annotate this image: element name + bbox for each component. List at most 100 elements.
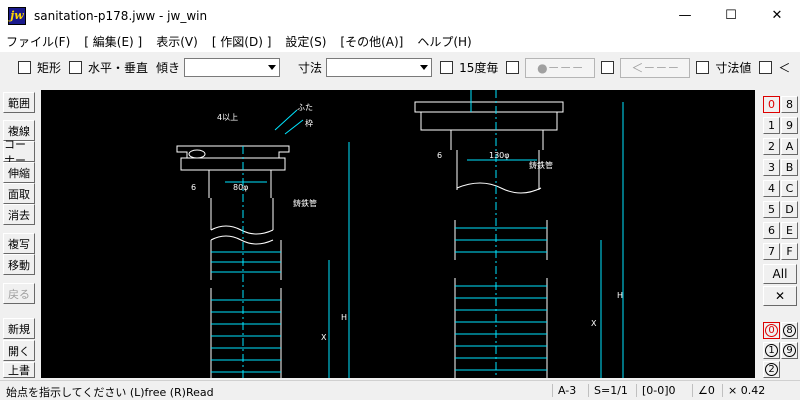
close-button[interactable]: ✕ (771, 8, 783, 23)
dimval-checkbox[interactable] (696, 61, 710, 74)
cad-drawing: ふた 枠 4以上 6 80φ 鋳鉄管 H X 6 130φ 鋳鉄管 H X (176, 90, 624, 378)
status-bar: 始点を指示してください (L)free (R)Read A-3 S=1/1 [0… (0, 380, 800, 400)
lt-label: ＜ (778, 61, 791, 75)
layer-9-button[interactable]: 9 (781, 117, 798, 134)
layer-2-button[interactable]: 2 (763, 138, 780, 155)
layer-e-button[interactable]: E (781, 222, 798, 239)
pipe-lower-left (210, 288, 282, 378)
tilt-combo[interactable] (184, 58, 281, 77)
menu-draw[interactable]: [ 作図(D) ] (211, 35, 272, 49)
layer-b-button[interactable]: B (781, 159, 798, 176)
lt-checkbox[interactable] (759, 61, 773, 74)
chamfer-button[interactable]: 面取 (3, 183, 35, 204)
menu-help[interactable]: ヘルプ(H) (417, 35, 472, 49)
pt-checkbox[interactable] (506, 61, 520, 74)
group-8-button[interactable]: 8 (781, 322, 798, 339)
pipe-upper-right (456, 150, 540, 190)
pipe-head-left (208, 170, 272, 198)
layer-1-button[interactable]: 1 (763, 117, 780, 134)
layer-cross-button[interactable]: ✕ (763, 286, 797, 306)
offset-line-button[interactable]: 複線 (3, 120, 35, 141)
menu-settings[interactable]: 設定(S) (285, 35, 327, 49)
deg15-checkbox[interactable] (440, 61, 454, 74)
drawing-canvas[interactable]: ふた 枠 4以上 6 80φ 鋳鉄管 H X 6 130φ 鋳鉄管 H X (41, 90, 755, 378)
layer-all-button[interactable]: All (763, 264, 797, 284)
angle-readout[interactable]: ∠0 (692, 384, 715, 397)
hv-checkbox[interactable] (69, 61, 83, 74)
pipe-head-right (450, 130, 544, 150)
lid-knob-left (188, 149, 206, 159)
corrugation-left-mid (211, 251, 281, 273)
menu-edit[interactable]: [ 編集(E) ] (84, 35, 143, 49)
zoom-readout[interactable]: × 0.42 (722, 384, 765, 397)
save-button[interactable]: 上書 (3, 362, 35, 378)
deg15-label: 15度毎 (459, 61, 499, 75)
corrugation-left-lower (211, 299, 281, 373)
minimize-button[interactable]: — (678, 8, 692, 23)
label-cast-iron-left: 鋳鉄管 (293, 198, 317, 208)
arrow-checkbox[interactable] (601, 61, 615, 74)
window-title: sanitation-p178.jww - jw_win (34, 8, 208, 23)
break-line-left-2 (210, 235, 274, 245)
open-button[interactable]: 開く (3, 340, 35, 361)
hv-label: 水平・垂直 (88, 61, 149, 75)
group-2-label: 2 (765, 363, 778, 376)
chevron-down-icon (420, 65, 429, 70)
group-1-label: 1 (765, 344, 778, 357)
left-toolbar: 範囲 複線 コーナー 伸縮 面取 消去 複写 移動 戻る 新規 開く 上書 (0, 90, 38, 378)
copy-button[interactable]: 複写 (3, 233, 35, 254)
menu-other[interactable]: [その他(A)] (340, 35, 404, 49)
break-line-right-1 (456, 182, 542, 194)
paper-size[interactable]: A-3 (552, 384, 576, 397)
tilt-label: 傾き (156, 61, 181, 75)
erase-button[interactable]: 消去 (3, 204, 35, 225)
arrow-button[interactable]: ＜－－－ (620, 57, 691, 78)
group-2-button[interactable]: 2 (763, 361, 780, 378)
layer-4-button[interactable]: 4 (763, 180, 780, 197)
maximize-button[interactable]: ☐ (725, 8, 737, 23)
layer-d-button[interactable]: D (781, 201, 798, 218)
group-8-label: 8 (783, 324, 796, 337)
move-button[interactable]: 移動 (3, 254, 35, 275)
point-button[interactable]: ●－－－ (525, 57, 596, 78)
layer-f-button[interactable]: F (781, 243, 798, 260)
layer-6-button[interactable]: 6 (763, 222, 780, 239)
layer-0-button[interactable]: 0 (763, 96, 780, 113)
layer-5-button[interactable]: 5 (763, 201, 780, 218)
rect-checkbox[interactable] (18, 61, 31, 74)
app-icon: jw (8, 6, 26, 25)
label-h-right: H (617, 291, 623, 300)
scale-readout[interactable]: S=1/1 (588, 384, 628, 397)
corner-button[interactable]: コーナー (3, 138, 35, 167)
range-button[interactable]: 範囲 (3, 92, 35, 113)
control-toolbar: 矩形 水平・垂直 傾き 寸法 15度毎 ●－－－ ＜－－－ 寸法値 ＜ (0, 52, 800, 83)
title-bar: jw sanitation-p178.jww - jw_win — ☐ ✕ (0, 0, 800, 31)
extend-button[interactable]: 伸縮 (3, 162, 35, 183)
menu-file[interactable]: ファイル(F) (6, 35, 71, 49)
corrugation-right-lower (455, 285, 547, 371)
layer-3-button[interactable]: 3 (763, 159, 780, 176)
group-0-button[interactable]: 0 (763, 322, 780, 339)
label-lid: ふた (297, 103, 313, 112)
menu-view[interactable]: 表示(V) (156, 35, 198, 49)
group-1-button[interactable]: 1 (763, 342, 780, 359)
dimension-lines (328, 102, 624, 378)
undo-button[interactable]: 戻る (3, 283, 35, 304)
lid-frame-right (414, 101, 564, 113)
center-lines (242, 90, 497, 378)
label-130phi: 130φ (489, 151, 510, 160)
layer-a-button[interactable]: A (781, 138, 798, 155)
new-button[interactable]: 新規 (3, 318, 35, 339)
layer-8-button[interactable]: 8 (781, 96, 798, 113)
layer-readout[interactable]: [0-0]0 (636, 384, 676, 397)
dimval-label: 寸法値 (715, 61, 752, 75)
layer-c-button[interactable]: C (781, 180, 798, 197)
dim-combo[interactable] (326, 58, 433, 77)
layer-7-button[interactable]: 7 (763, 243, 780, 260)
layer-panel: 0 8 1 9 2 A 3 B 4 C 5 D 6 E 7 F All ✕ 0 … (760, 90, 800, 378)
corrugation-right-mid (455, 227, 547, 253)
label-h-left: H (341, 313, 347, 322)
chevron-down-icon (268, 65, 277, 70)
group-9-button[interactable]: 9 (781, 342, 798, 359)
status-message: 始点を指示してください (L)free (R)Read (6, 386, 214, 399)
